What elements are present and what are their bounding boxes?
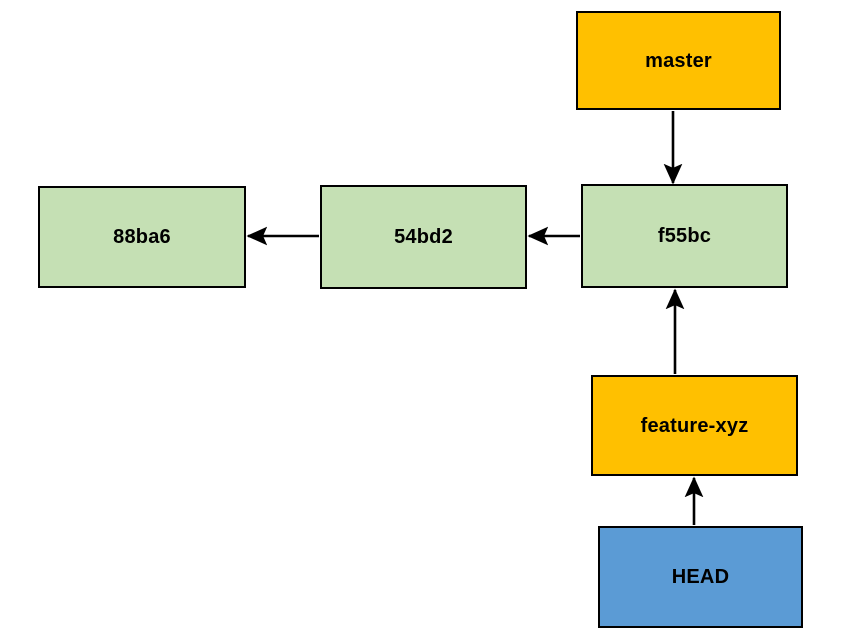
node-commit-f55bc-label: f55bc <box>657 225 712 247</box>
node-commit-88ba6-label: 88ba6 <box>113 226 171 248</box>
node-commit-54bd2-label: 54bd2 <box>394 226 453 248</box>
node-master-label: master <box>645 49 712 72</box>
node-master[interactable]: master <box>576 11 781 110</box>
node-feature-xyz[interactable]: feature-xyz <box>591 375 798 476</box>
node-commit-54bd2[interactable]: 54bd2 <box>320 185 527 289</box>
node-head[interactable]: HEAD <box>598 526 803 628</box>
node-head-label: HEAD <box>671 566 730 588</box>
node-feature-xyz-label: feature-xyz <box>640 414 749 437</box>
node-commit-f55bc[interactable]: f55bc <box>581 184 788 288</box>
node-commit-88ba6[interactable]: 88ba6 <box>38 186 246 288</box>
